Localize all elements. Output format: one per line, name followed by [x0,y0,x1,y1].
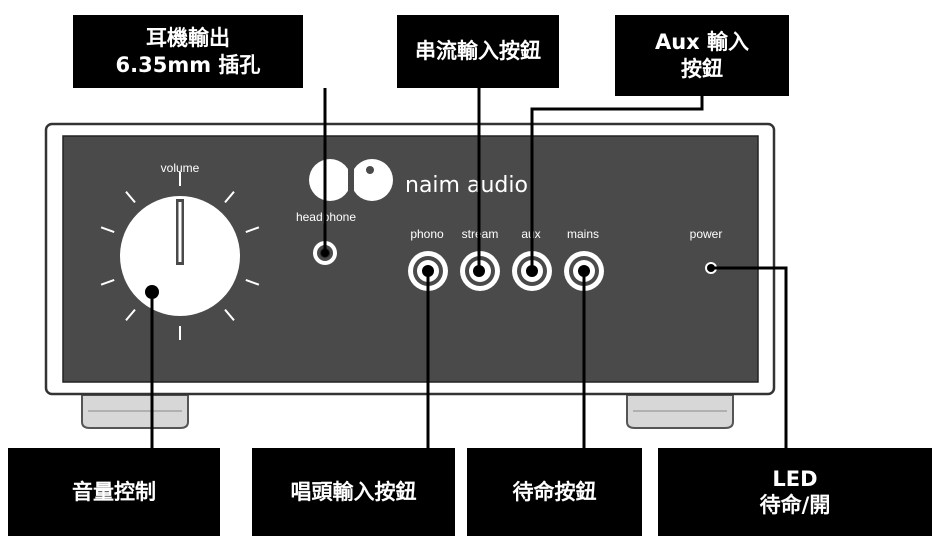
callout-volume-control: 音量控制 [8,448,220,536]
volume-tick [125,308,136,321]
callout-led: LED 待命/開 [658,448,932,536]
callout-stream-input: 串流輸入按鈕 [397,15,559,88]
volume-tick [224,191,235,204]
callout-headphone-output: 耳機輸出 6.35mm 插孔 [73,15,303,88]
volume-knob-pointer-inner [178,202,182,262]
leader-lines [150,88,788,448]
leader-dots [145,249,715,299]
dot-volume [145,285,159,299]
callout-standby-text: 待命按鈕 [512,479,597,504]
callout-volume-text: 音量控制 [72,479,156,504]
dot-led [707,264,715,272]
volume-scale-ticks [100,172,260,340]
mains-label: mains [567,227,599,241]
volume-tick [245,278,260,286]
naim-logo-icon [309,157,393,203]
volume-tick [224,308,235,321]
callout-aux-input: Aux 輸入 按鈕 [615,15,789,96]
volume-tick [245,226,260,234]
volume-label: volume [161,161,200,175]
power-label: power [690,227,723,241]
callout-led-text: LED 待命/開 [759,466,831,517]
leader-aux [530,96,704,271]
callout-phono-text: 唱頭輸入按鈕 [290,479,417,504]
volume-tick [125,191,136,204]
callout-standby-button: 待命按鈕 [467,448,642,536]
callout-aux-text: Aux 輸入 按鈕 [654,30,750,81]
volume-tick [100,226,115,234]
callout-stream-text: 串流輸入按鈕 [415,39,541,64]
leader-led [711,266,788,448]
brand-name: naim audio [405,173,528,198]
dot-mains [578,265,590,277]
volume-tick [100,278,115,286]
callout-phono-input: 唱頭輸入按鈕 [252,448,455,536]
dot-stream [473,265,485,277]
dot-phono [422,265,434,277]
phono-label: phono [410,227,444,241]
callout-headphone-text: 耳機輸出 6.35mm 插孔 [115,26,261,77]
dot-aux [526,265,538,277]
dot-headphone [321,249,329,257]
